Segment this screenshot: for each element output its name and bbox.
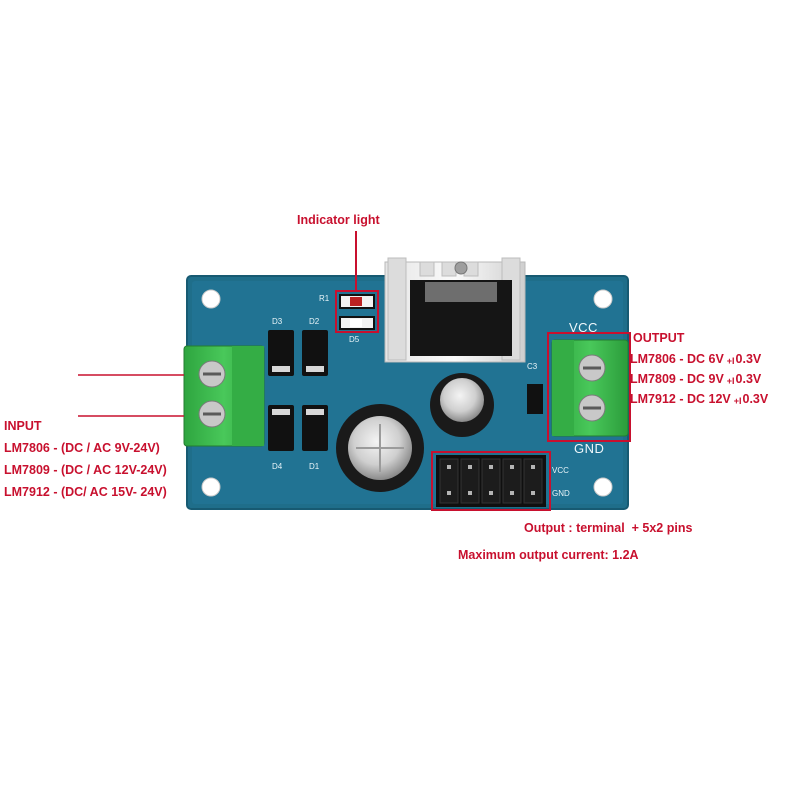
plus-minus-1: +I (726, 356, 735, 366)
input-line-2: LM7809 - (DC / AC 12V-24V) (4, 463, 167, 477)
indicator-light-label: Indicator light (297, 213, 380, 227)
output-line-1-part: LM7806 - DC 6V (630, 352, 724, 366)
capacitor-c3 (527, 384, 543, 414)
silk-vcc-big: VCC (569, 320, 598, 335)
capacitor-small (430, 373, 494, 437)
output-title: OUTPUT (633, 331, 685, 345)
output-line-2: LM7809 - DC 9V+I0.3V (630, 372, 761, 386)
output-line-1: LM7806 - DC 6V+I0.3V (630, 352, 761, 366)
capacitor-large (336, 404, 424, 492)
output-highlight-box (547, 332, 631, 442)
heatsink (384, 257, 526, 363)
plus-minus-2: +I (726, 376, 735, 386)
silk-d1: D1 (309, 462, 320, 471)
plus-minus-3: +I (733, 396, 742, 406)
silk-vcc-small: VCC (552, 466, 569, 475)
output-terminal-label: Output : terminal + 5x2 pins (524, 521, 693, 535)
pins-highlight-box (431, 451, 551, 511)
silk-r1: R1 (319, 294, 330, 303)
diodes (268, 330, 328, 451)
output-line-3: LM7912 - DC 12V+I0.3V (630, 392, 768, 406)
silk-d2: D2 (309, 317, 320, 326)
pin-header (436, 455, 546, 507)
silk-gnd-small: GND (552, 489, 570, 498)
silk-d3: D3 (272, 317, 283, 326)
input-terminal-block (183, 345, 265, 447)
silk-c3: C3 (527, 362, 538, 371)
silk-d5: D5 (349, 335, 360, 344)
input-line-3: LM7912 - (DC/ AC 15V- 24V) (4, 485, 167, 499)
output-line-3-tol: 0.3V (742, 392, 769, 406)
mounting-holes (201, 289, 613, 497)
output-terminal-block (551, 339, 629, 437)
silk-d4: D4 (272, 462, 283, 471)
input-line-1: LM7806 - (DC / AC 9V-24V) (4, 441, 160, 455)
output-line-3-part: LM7912 - DC 12V (630, 392, 731, 406)
silk-gnd-big: GND (574, 441, 605, 456)
output-line-1-tol: 0.3V (735, 352, 762, 366)
max-current-label: Maximum output current: 1.2A (458, 548, 639, 562)
led-d5 (339, 294, 375, 330)
output-line-2-tol: 0.3V (735, 372, 762, 386)
input-title: INPUT (4, 419, 42, 433)
output-line-2-part: LM7809 - DC 9V (630, 372, 724, 386)
